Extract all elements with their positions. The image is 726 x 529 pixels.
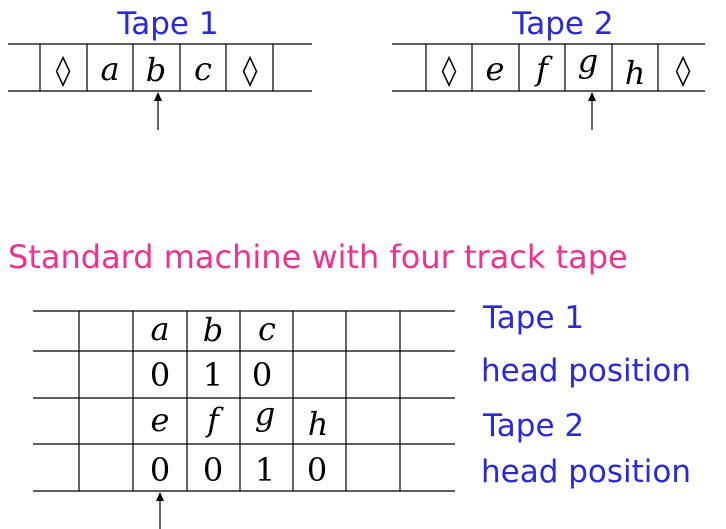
caption: Standard machine with four track tape bbox=[8, 238, 628, 276]
track-2-label: head position bbox=[481, 353, 691, 389]
tape2-cell-4: g bbox=[578, 42, 598, 80]
track-4-label: head position bbox=[481, 454, 691, 490]
tape2-cell-5: h bbox=[625, 54, 646, 92]
track-3-cell-2: e bbox=[151, 401, 170, 439]
tape2-head-arrow bbox=[588, 92, 596, 130]
tape2: Tape 2 ◊ e f g h ◊ bbox=[392, 6, 705, 130]
track-4-cell-2: 0 bbox=[150, 451, 170, 489]
track-labels: Tape 1 head position Tape 2 head positio… bbox=[481, 300, 691, 490]
tape2-cell-2: e bbox=[486, 50, 505, 88]
track-4-cell-3: 0 bbox=[203, 451, 223, 489]
track-1-label: Tape 1 bbox=[482, 300, 584, 336]
tape2-title: Tape 2 bbox=[511, 6, 613, 42]
tape1-head-arrow bbox=[154, 92, 162, 130]
track-1-cell-2: a bbox=[150, 310, 169, 348]
tape1-cell-4: c bbox=[194, 50, 212, 88]
tape1-title: Tape 1 bbox=[116, 6, 218, 42]
track-3-cell-5: h bbox=[308, 405, 329, 443]
track-4: 0 0 1 0 bbox=[150, 451, 327, 489]
four-track-tape: a b c 0 1 0 e f g h 0 0 1 0 bbox=[33, 310, 455, 529]
track-2-cell-4: 0 bbox=[252, 356, 272, 394]
track-2-cell-2: 0 bbox=[150, 356, 170, 394]
tape1-cell-5: ◊ bbox=[243, 53, 258, 88]
track-3-cell-3: f bbox=[205, 401, 224, 439]
tape2-cell-6: ◊ bbox=[676, 53, 691, 88]
multitrack-head-arrow bbox=[156, 492, 164, 529]
track-4-cell-5: 0 bbox=[307, 451, 327, 489]
track-4-cell-4: 1 bbox=[255, 451, 275, 489]
tape2-cell-1: ◊ bbox=[442, 53, 457, 88]
track-1-cell-3: b bbox=[203, 311, 223, 349]
tape2-cell-3: f bbox=[534, 50, 553, 88]
tape1-cell-3: b bbox=[146, 51, 166, 89]
track-1-cell-4: c bbox=[258, 310, 276, 348]
track-2-cell-3: 1 bbox=[203, 356, 223, 394]
tape1-cell-1: ◊ bbox=[56, 53, 71, 88]
track-3-cell-4: g bbox=[255, 395, 275, 433]
track-2: 0 1 0 bbox=[150, 356, 272, 394]
tape1-cell-2: a bbox=[100, 50, 119, 88]
track-1: a b c bbox=[150, 310, 276, 349]
tape1: Tape 1 ◊ a b c ◊ bbox=[8, 6, 312, 130]
track-3-label: Tape 2 bbox=[482, 408, 584, 444]
